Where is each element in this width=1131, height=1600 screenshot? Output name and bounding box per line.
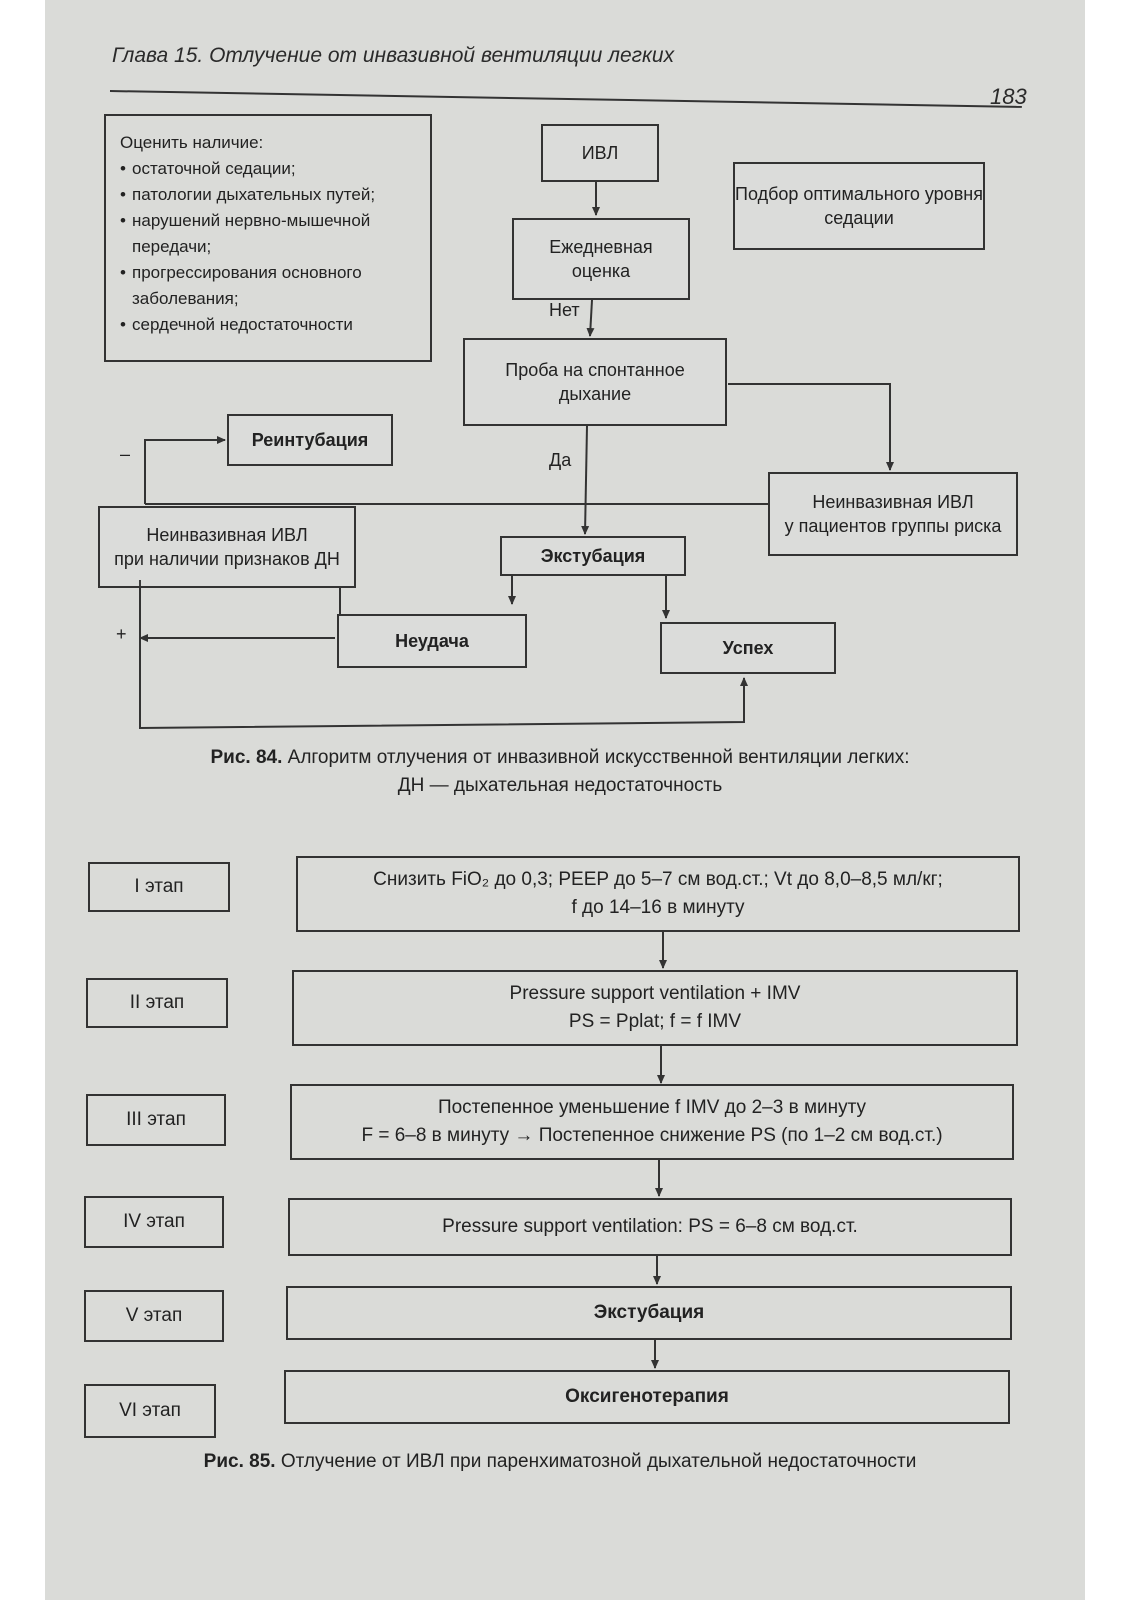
arrow-niv-dn-success bbox=[139, 580, 748, 730]
label-minus: – bbox=[120, 444, 131, 464]
node-daily-assessment: Ежедневная оценка bbox=[512, 218, 690, 300]
label-yes: Да bbox=[549, 450, 572, 470]
stage-label: II этап bbox=[86, 978, 228, 1028]
stage-step-box: Снизить FiO₂ до 0,3; PEEP до 5–7 см вод.… bbox=[296, 856, 1020, 932]
stage-step-box: Pressure support ventilation: PS = 6–8 с… bbox=[288, 1198, 1012, 1256]
stage-step-box: Экстубация bbox=[286, 1286, 1012, 1340]
stage-label: III этап bbox=[86, 1094, 226, 1146]
checklist-title: Оценить наличие: bbox=[120, 133, 264, 152]
label-no: Нет bbox=[549, 300, 580, 320]
node-sbt: Проба на спонтанное дыхание bbox=[463, 338, 727, 426]
node-failure: Неудача bbox=[337, 614, 527, 668]
assessment-checklist: Оценить наличие: остаточной седации; пат… bbox=[104, 114, 432, 362]
label-plus: + bbox=[116, 624, 127, 644]
arrow-sbt-niv-risk bbox=[728, 383, 894, 471]
checklist-item: сердечной недостаточности bbox=[120, 312, 420, 338]
stage-step-box: Постепенное уменьшение f IMV до 2–3 в ми… bbox=[290, 1084, 1014, 1160]
stage-label: I этап bbox=[88, 862, 230, 912]
checklist-item: остаточной седации; bbox=[120, 156, 420, 182]
node-success: Успех bbox=[660, 622, 836, 674]
checklist-item: прогрессирования основного заболевания; bbox=[120, 260, 420, 312]
stage-step-box: Оксигенотерапия bbox=[284, 1370, 1010, 1424]
stage-label: VI этап bbox=[84, 1384, 216, 1438]
fig85-connectors bbox=[651, 930, 667, 1369]
stage-label: V этап bbox=[84, 1290, 224, 1342]
node-ivl: ИВЛ bbox=[541, 124, 659, 182]
stage-label: IV этап bbox=[84, 1196, 224, 1248]
checklist-item: патологии дыхательных путей; bbox=[120, 182, 420, 208]
chapter-title: Глава 15. Отлучение от инвазивной вентил… bbox=[112, 44, 675, 67]
arrow-daily-sbt bbox=[586, 299, 595, 337]
checklist-item: нарушений нервно-мышечной передачи; bbox=[120, 208, 420, 260]
node-sedation: Подбор оптимального уровня седации bbox=[733, 162, 985, 250]
node-reintubation: Реинтубация bbox=[227, 414, 393, 466]
arrow-minus-reintubation bbox=[144, 436, 226, 504]
node-extubation: Экстубация bbox=[500, 536, 686, 576]
node-niv-risk-group: Неинвазивная ИВЛ у пациентов группы риск… bbox=[768, 472, 1018, 556]
arrow-sbt-extubation bbox=[581, 425, 590, 535]
stage-step-box: Pressure support ventilation + IMV PS = … bbox=[292, 970, 1018, 1046]
fig85-caption: Рис. 85. Отлучение от ИВЛ при паренхимат… bbox=[203, 1451, 917, 1472]
fig84-caption: Рис. 84. Алгоритм отлучения от инвазивно… bbox=[210, 747, 910, 796]
node-niv-respiratory-failure: Неинвазивная ИВЛ при наличии признаков Д… bbox=[98, 506, 356, 588]
